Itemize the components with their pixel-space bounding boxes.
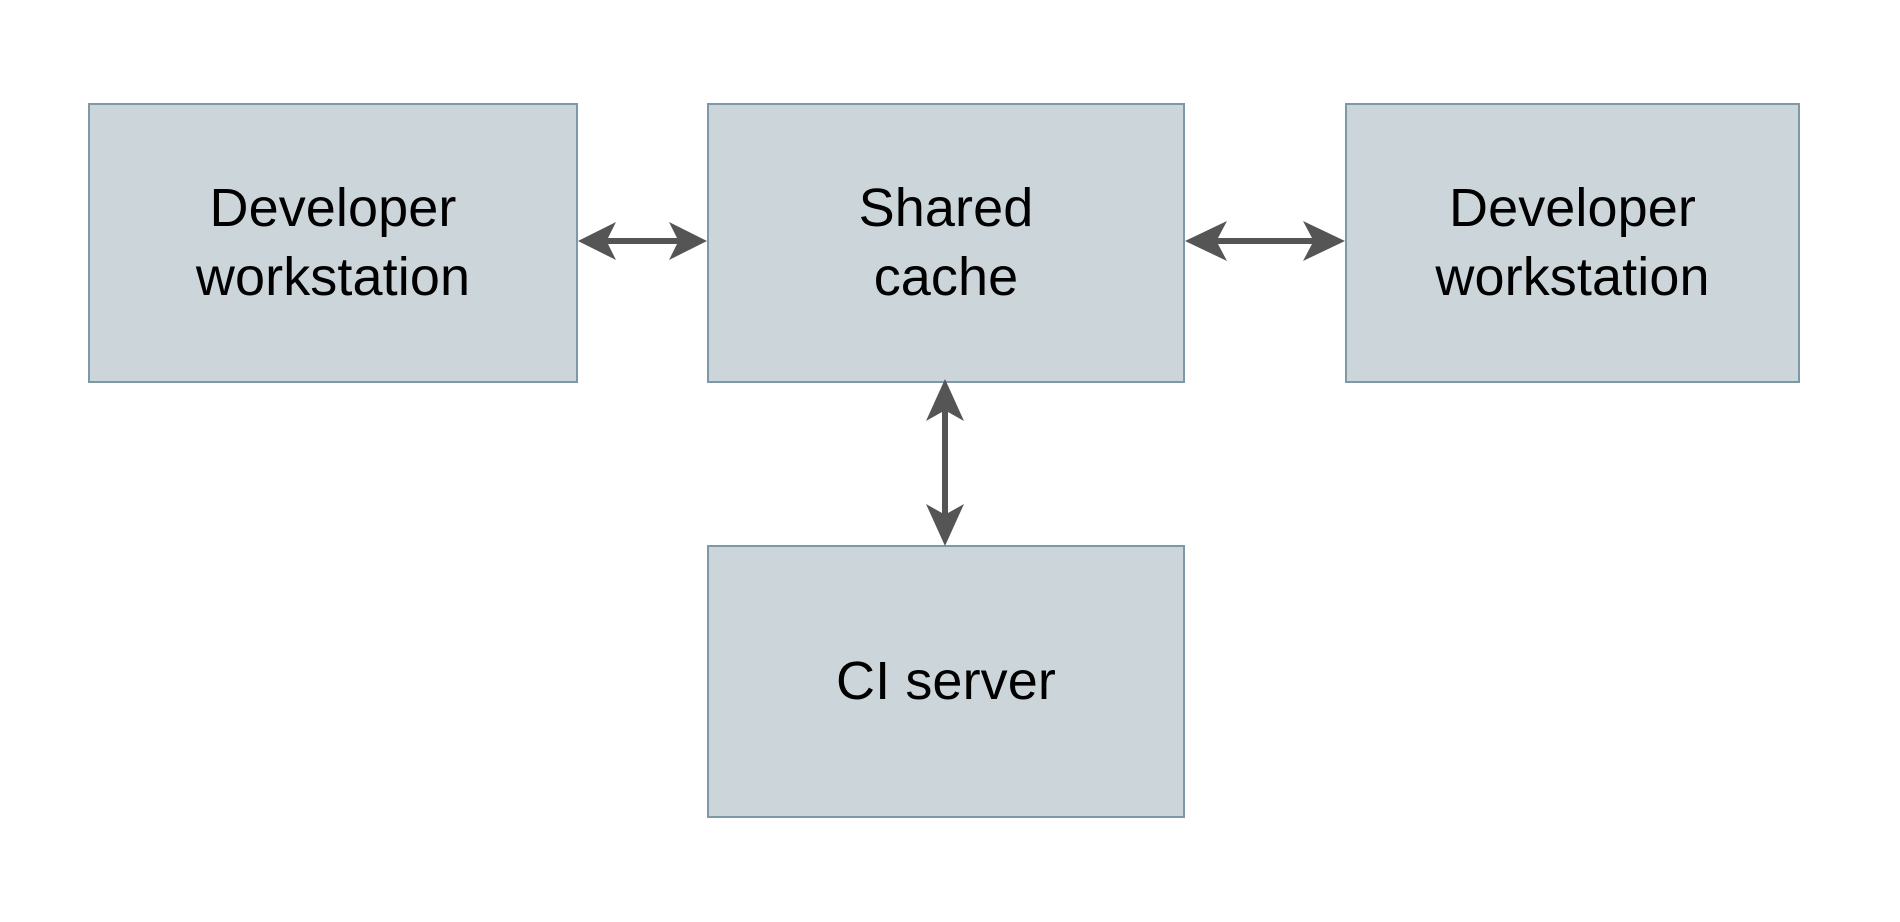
edge-shared-cache-to-dev-right [1177, 210, 1353, 272]
node-label: Developer workstation [1435, 177, 1710, 307]
node-developer-workstation-right[interactable]: Developer workstation [1345, 103, 1800, 383]
node-ci-server[interactable]: CI server [707, 545, 1185, 818]
node-label: Shared cache [858, 177, 1034, 307]
node-label: Developer workstation [195, 177, 471, 307]
node-label: CI server [836, 650, 1056, 711]
edge-dev-left-to-shared-cache [570, 210, 715, 272]
double-headed-arrow-icon [926, 379, 964, 546]
node-shared-cache[interactable]: Shared cache [707, 103, 1185, 383]
double-headed-arrow-icon [578, 222, 707, 260]
node-developer-workstation-left[interactable]: Developer workstation [88, 103, 578, 383]
double-headed-arrow-icon [1185, 221, 1345, 261]
edge-shared-cache-to-ci-server [912, 375, 978, 550]
